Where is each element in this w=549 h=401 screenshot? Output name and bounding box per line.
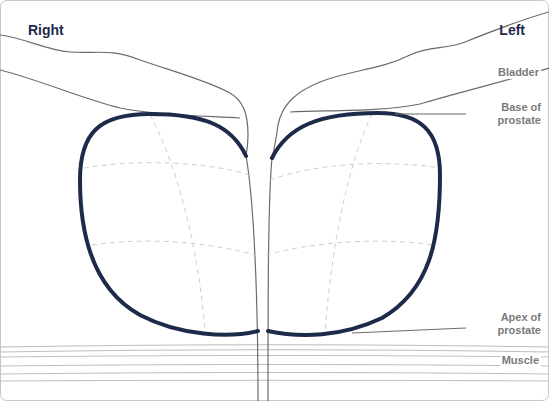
- muscle-lines: [0, 345, 549, 381]
- side-label: Right: [28, 22, 64, 39]
- part-label: Muscle: [500, 354, 541, 367]
- part-label: Base of prostate: [467, 101, 543, 127]
- side-label: Left: [499, 22, 525, 39]
- prostate-outline: [80, 113, 440, 335]
- leader-lines: [352, 114, 466, 333]
- bladder-wall: [0, 12, 549, 158]
- urethra: [246, 156, 272, 401]
- part-label: Apex of prostate: [467, 311, 543, 337]
- part-label: Bladder: [496, 66, 541, 79]
- zone-lines: [84, 114, 440, 334]
